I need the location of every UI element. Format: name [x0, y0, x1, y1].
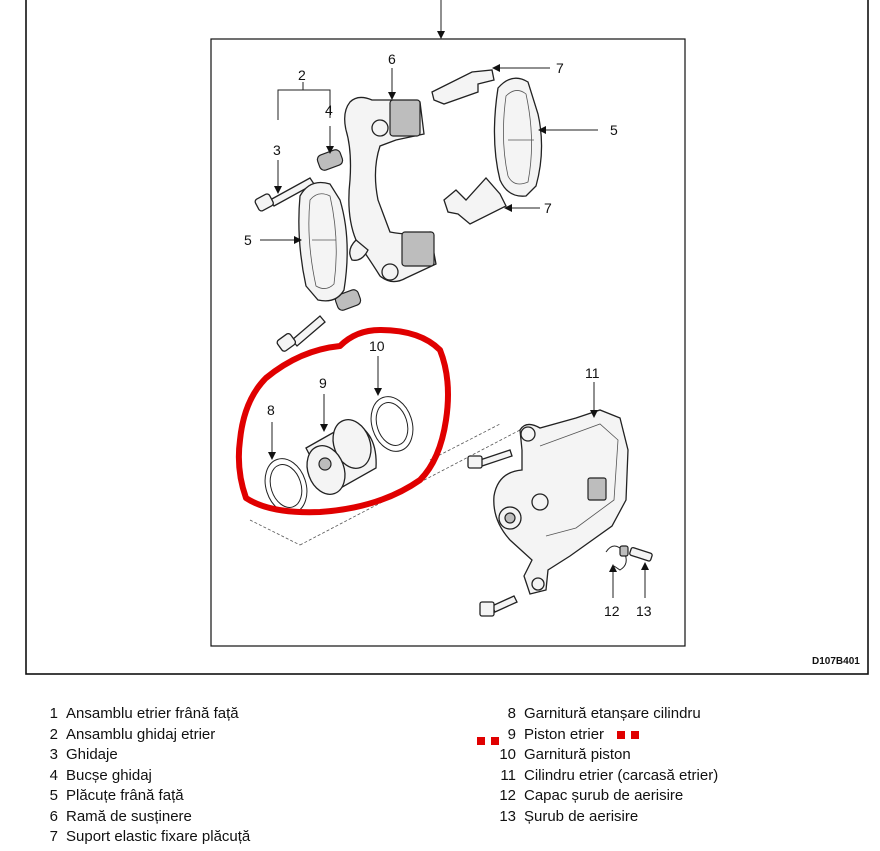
highlight-marker-icon: [614, 725, 642, 746]
callout-8: 8: [267, 402, 275, 418]
callout-7-upper: 7: [556, 60, 564, 76]
bleeder-cap: [605, 545, 629, 571]
piston-seal: [370, 396, 414, 452]
callout-11: 11: [585, 365, 600, 381]
outer-frame: [25, 0, 869, 675]
guide-bushing-lower: [334, 289, 362, 311]
callout-4: 4: [325, 102, 333, 118]
pad-spring-upper: [431, 69, 495, 105]
callout-lines: [260, 64, 649, 598]
caliper-bolt-upper: [467, 449, 513, 469]
callout-2: 2: [298, 67, 306, 83]
guide-pin-lower: [276, 315, 326, 352]
highlight-outline: [235, 327, 451, 516]
guide-pin-upper: [254, 177, 315, 212]
highlight-marker-icon: [474, 731, 502, 752]
callout-5-left: 5: [244, 232, 252, 248]
brake-pad-left: [298, 181, 348, 302]
callout-6: 6: [388, 51, 396, 67]
callout-1-arrow: [437, 0, 445, 39]
brake-pad-right: [493, 77, 543, 197]
caliper-support-frame: [344, 96, 437, 283]
caliper-bolt-lower: [479, 595, 518, 617]
callout-9: 9: [319, 375, 327, 391]
inner-frame: [210, 38, 686, 647]
caliper-housing: [493, 409, 629, 595]
callout-12: 12: [604, 603, 620, 619]
figure-code: D107B401: [812, 656, 860, 667]
callout-13: 13: [636, 603, 652, 619]
guide-bushing-upper: [316, 149, 344, 171]
callout-3: 3: [273, 142, 281, 158]
bleeder-screw: [629, 546, 653, 562]
callout-7-lower: 7: [544, 200, 552, 216]
pad-spring-lower: [443, 177, 507, 225]
caliper-piston: [305, 419, 377, 495]
exploded-brake-caliper-diagram: 2 3 4 5 6 7 5 7 8 9 10 11 12 13 D107B401: [25, 0, 869, 675]
callout-5-right: 5: [610, 122, 618, 138]
callout-10: 10: [369, 338, 385, 354]
